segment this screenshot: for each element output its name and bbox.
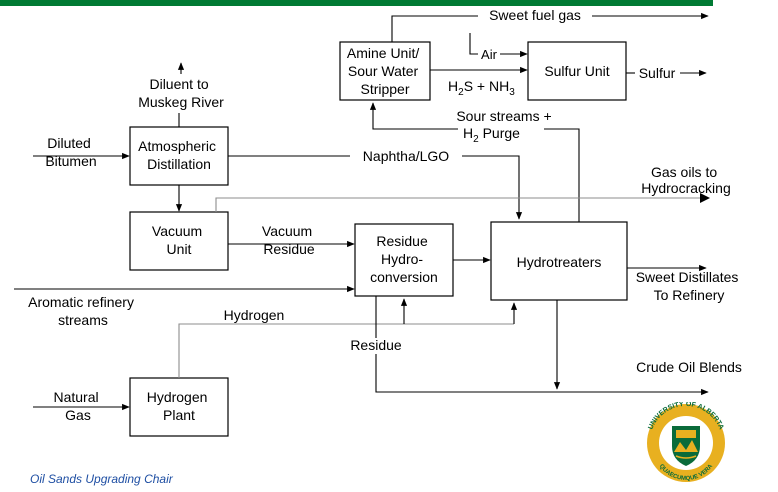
gas-oils-arrowhead — [700, 193, 710, 203]
crude-oil-blends-label: Crude Oil Blends — [636, 359, 742, 375]
air-label: Air — [481, 47, 498, 62]
amine-unit-label: Amine Unit/ Sour Water Stripper — [347, 45, 423, 97]
hydrogen-label: Hydrogen — [224, 307, 285, 323]
hydrotreaters-box — [490, 221, 628, 301]
natural-gas-label: Natural Gas — [53, 389, 102, 423]
naphtha-arrow — [462, 155, 523, 220]
sweet-distillates-label: Sweet Distillates To Refinery — [636, 269, 743, 303]
residue-label: Residue — [350, 337, 402, 353]
sulfur-label: Sulfur — [639, 65, 676, 81]
sour-return-arrow — [369, 102, 458, 130]
aromatic-streams-label: Aromatic refinery streams — [28, 294, 138, 328]
naphtha-lgo-label: Naphtha/LGO — [363, 148, 449, 164]
sour-return-line — [544, 128, 580, 222]
vacuum-residue-label: Vacuum Residue — [262, 223, 316, 257]
university-seal-logo: UNIVERSITY OF ALBERTA QUAECUMQUE VERA — [647, 402, 725, 482]
hydrogen-plant-label: Hydrogen Plant — [147, 389, 212, 423]
sulfur-unit-label: Sulfur Unit — [544, 63, 609, 79]
atmospheric-distillation-label: Atmospheric Distillation — [138, 138, 220, 172]
sour-streams-label-2: H2 Purge — [463, 125, 520, 145]
residue-hydroconversion-box — [354, 223, 454, 297]
amine-unit-box — [339, 41, 431, 101]
header-bar — [0, 0, 713, 6]
h2s-nh3-label: H2S + NH3 — [448, 78, 515, 98]
crude-blend-arrow — [375, 354, 709, 396]
vacuum-unit-label: Vacuum Unit — [152, 223, 206, 257]
diluent-label: Diluent to Muskeg River — [138, 76, 224, 110]
residue-hydroconversion-label: Residue Hydro- conversion — [370, 233, 438, 285]
vacuum-unit-box — [129, 211, 229, 271]
footer-caption: Oil Sands Upgrading Chair — [30, 472, 173, 486]
hydrogen-line — [178, 323, 514, 378]
sweet-fuel-gas-label: Sweet fuel gas — [489, 7, 581, 23]
hydrogen-plant-box — [129, 377, 229, 437]
sweet-fuel-gas-line-a — [391, 15, 478, 42]
hydrotreaters-label: Hydrotreaters — [517, 254, 602, 270]
gas-oils-line — [215, 197, 700, 212]
diluted-bitumen-label: Diluted Bitumen — [45, 135, 96, 169]
air-line-a — [469, 33, 478, 55]
sour-streams-label-1: Sour streams + — [456, 108, 551, 124]
gas-oils-label: Gas oils to Hydrocracking — [641, 164, 730, 196]
sulfur-unit-box — [527, 41, 627, 101]
